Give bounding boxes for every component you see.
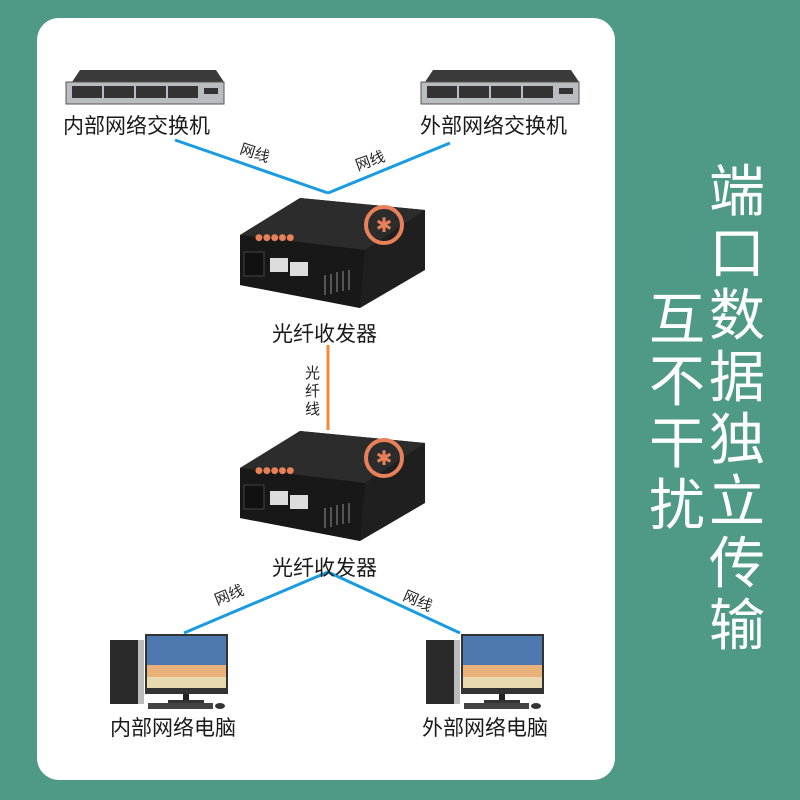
switch-internal-label: 内部网络交换机 <box>63 114 210 138</box>
converter-top-label: 光纤收发器 <box>272 322 377 346</box>
pc-internal-label: 内部网络电脑 <box>110 716 236 740</box>
ethernet-line-external-switch <box>327 141 451 195</box>
switch-external-label: 外部网络交换机 <box>420 114 567 138</box>
svg-text:●●●●●: ●●●●● <box>255 466 294 476</box>
svg-text:✱: ✱ <box>376 446 393 470</box>
fiber-label: 光纤线 <box>305 364 321 418</box>
pc-external-icon <box>426 634 544 709</box>
fiber-converter-top-icon: ✱ ●●●●● <box>240 198 425 308</box>
switch-external-icon <box>420 70 580 105</box>
ethernet-line-internal-pc <box>183 570 329 635</box>
converter-bottom-label: 光纤收发器 <box>272 556 377 580</box>
svg-text:✱: ✱ <box>376 213 393 237</box>
switch-internal-icon <box>65 70 225 105</box>
svg-text:●●●●●: ●●●●● <box>255 233 294 243</box>
pc-external-label: 外部网络电脑 <box>422 716 548 740</box>
fiber-converter-bottom-icon: ✱ ●●●●● <box>240 431 425 541</box>
headline-column-1: 端口数据独立传输 <box>709 160 765 659</box>
ethernet-line-internal-switch <box>174 138 329 195</box>
headline-column-2: 互不干扰 <box>649 288 705 539</box>
ethernet-line-external-pc <box>327 570 461 635</box>
pc-internal-icon <box>110 634 228 709</box>
